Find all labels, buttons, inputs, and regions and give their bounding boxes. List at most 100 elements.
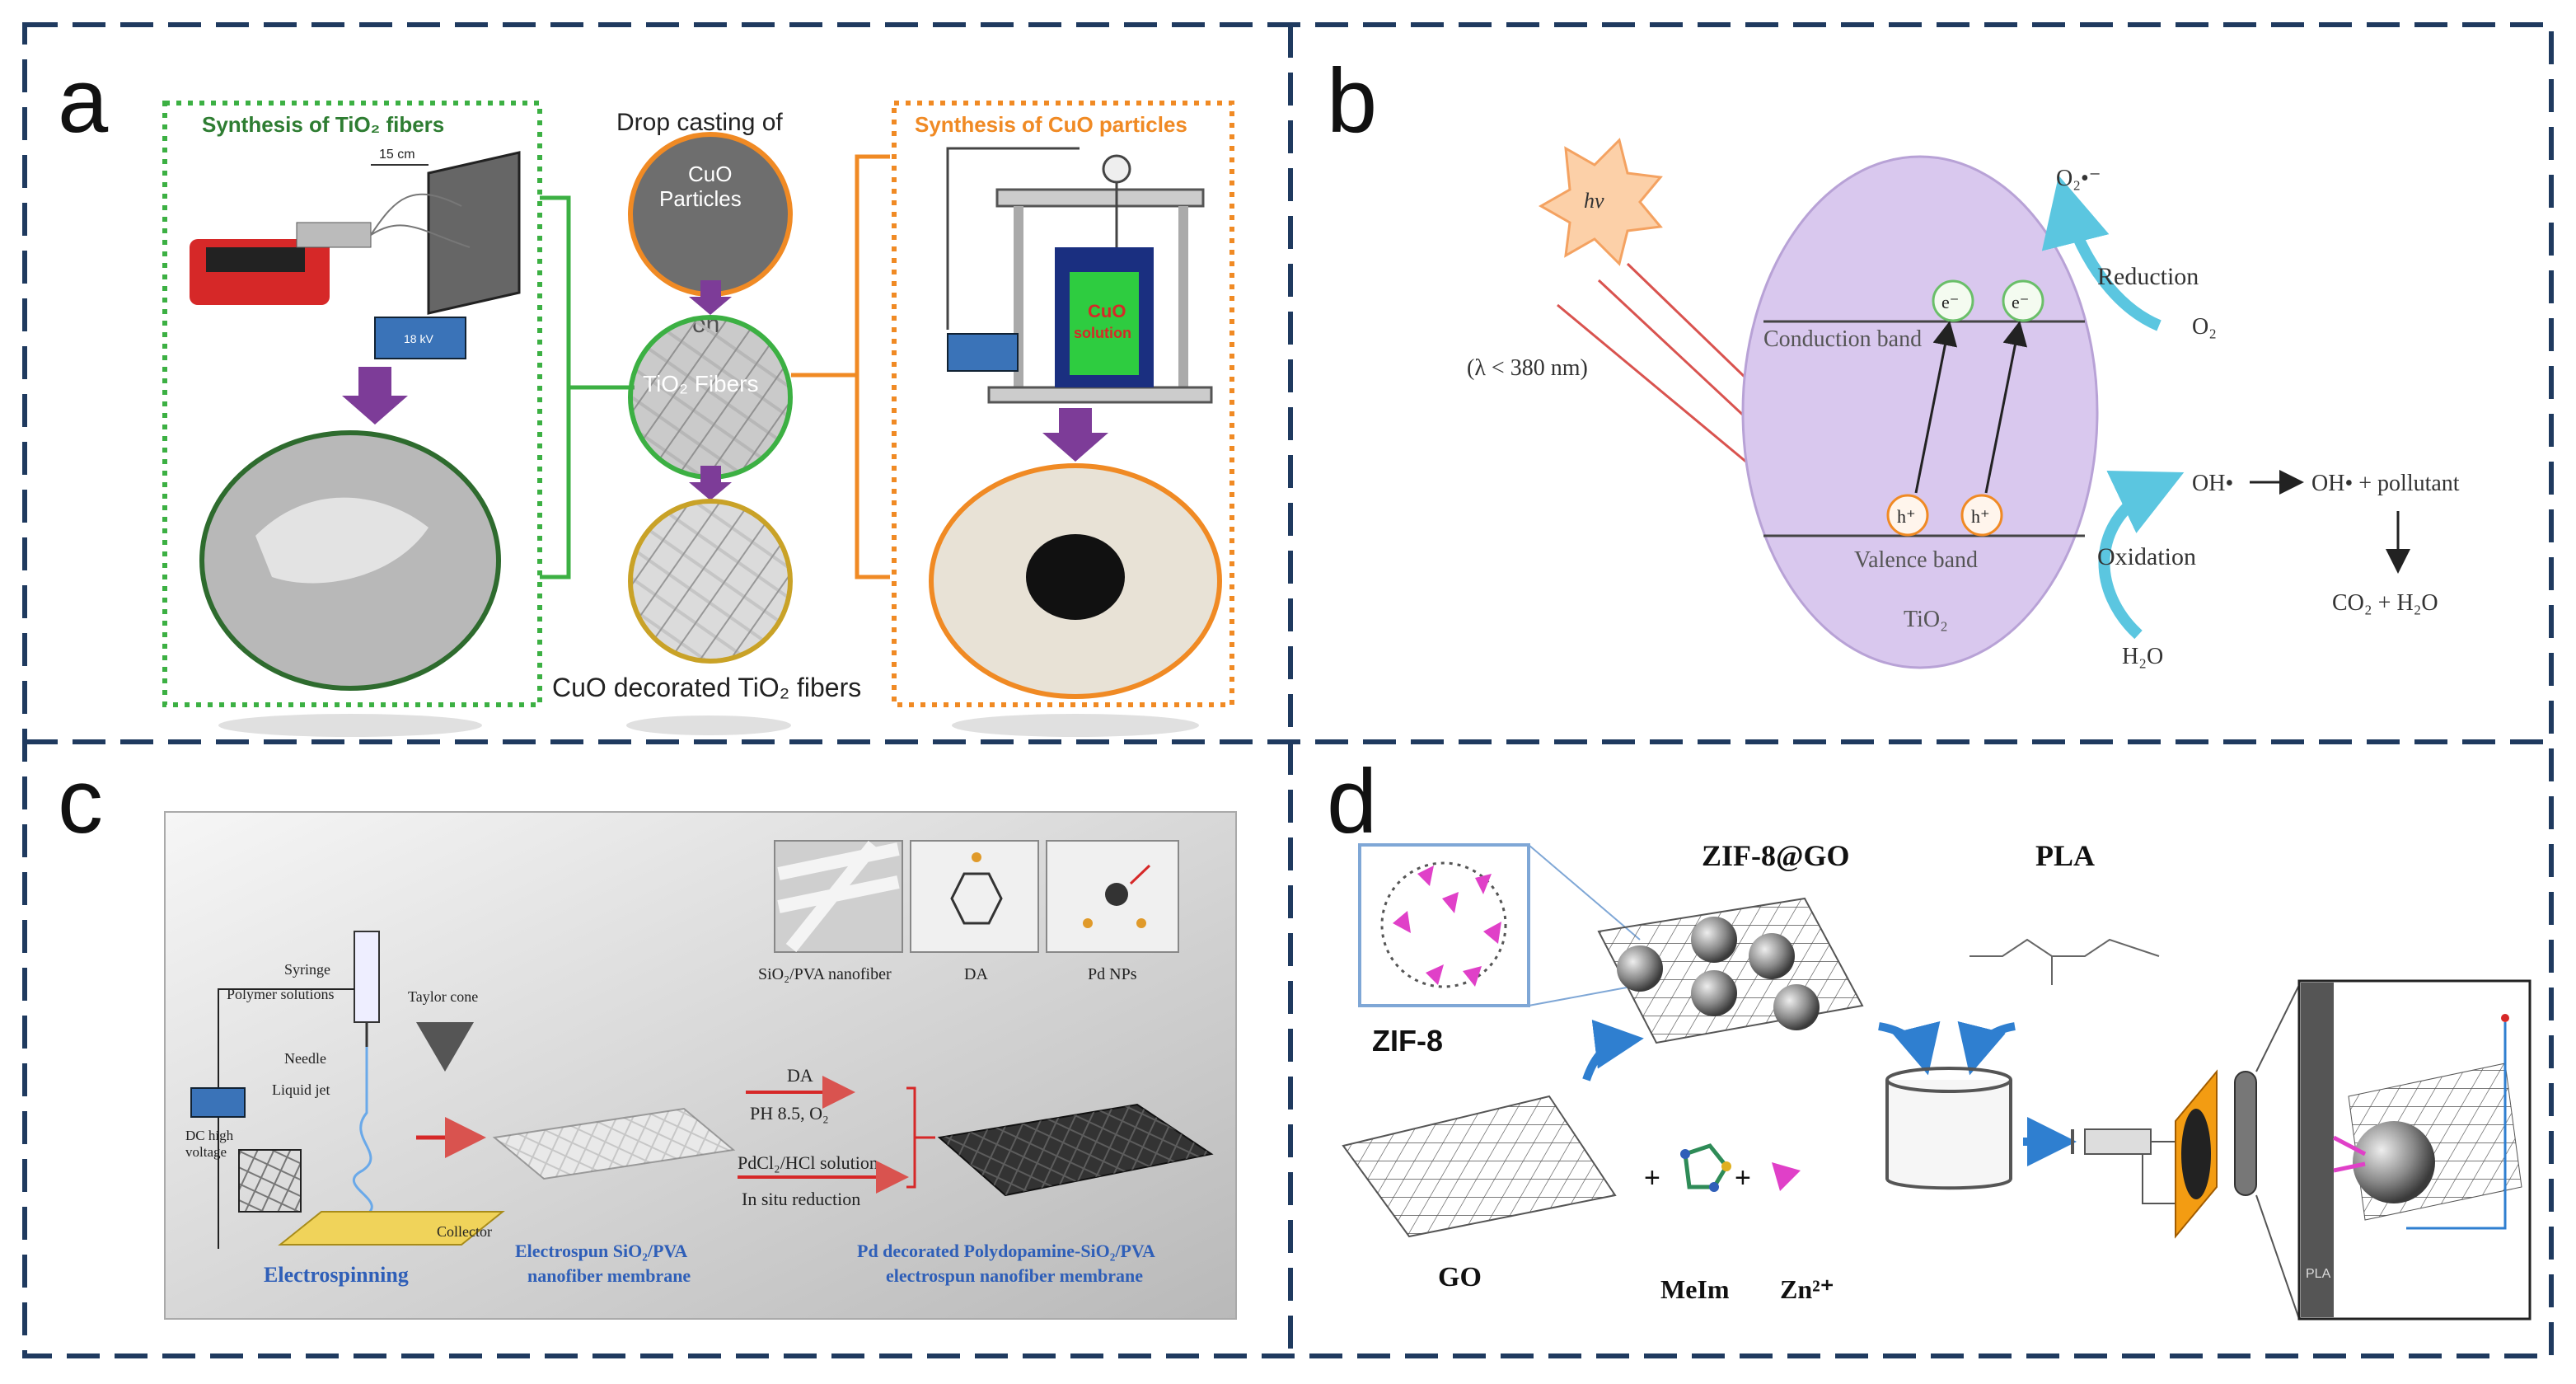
syringe-icon-d (2084, 1128, 2152, 1155)
merge-arrow-left (1878, 1020, 1941, 1076)
panel-frames (22, 22, 2554, 1358)
single-fiber (2234, 1071, 2257, 1196)
panel-label-b: b (1327, 50, 1377, 152)
pla-wall (2301, 983, 2334, 1317)
excitation-arrow-1 (1914, 321, 1958, 494)
final-label-line1: Pd decorated Polydopamine-SiO₂/PVA (857, 1241, 1155, 1261)
merge-arrow-right (1957, 1020, 2016, 1076)
valence-band-label: Valence band (1854, 547, 1978, 573)
zif8-sphere-4 (1691, 970, 1737, 1016)
taylor-cone-label: Taylor cone (408, 988, 478, 1005)
oxidation-arrow (2098, 471, 2185, 640)
inset-2-label: DA (964, 965, 988, 983)
products-label: CO₂ + H₂O (2332, 590, 2438, 616)
panel-label-a: a (58, 50, 109, 152)
zif8-label: ZIF-8 (1372, 1024, 1443, 1058)
syringe-illustration (354, 931, 380, 1023)
panel-b: hν (λ < 380 nm) Conduction band Valence … (1467, 138, 2460, 669)
o2-label: O₂ (2192, 314, 2217, 340)
zn-label: Zn²⁺ (1780, 1274, 1834, 1304)
inset-3-label: Pd NPs (1088, 965, 1137, 983)
bottom-caption: CuO decorated TiO₂ fibers (552, 673, 861, 702)
tio2-fibers-label: TiO₂ Fibers (643, 371, 759, 396)
zn-ion-icon (1772, 1162, 1801, 1191)
plus-sign-1: + (1644, 1162, 1660, 1194)
taylor-cone-illustration (416, 1022, 474, 1072)
step-ph-label: PH 8.5, O₂ (750, 1103, 829, 1124)
dc-high-voltage-line2: voltage (185, 1144, 227, 1160)
collector-plate-illustration (427, 151, 521, 315)
reduction-arrow (2041, 175, 2161, 331)
cuo-solution-line1: CuO (1088, 301, 1126, 321)
pollutant-reaction-label: OH• + pollutant (2311, 471, 2460, 496)
zif8-go-label: ZIF-8@GO (1702, 839, 1850, 872)
synthesis-arrow (1582, 1020, 1644, 1081)
hole-1-label: h⁺ (1897, 506, 1916, 527)
go-sheet (1342, 1095, 1617, 1238)
down-arrow-right (1042, 408, 1108, 462)
down-arrow-left (342, 367, 408, 425)
sun-label: hν (1584, 189, 1604, 213)
cuo-particles-sem (628, 132, 793, 297)
go-label: GO (1438, 1262, 1482, 1293)
excitation-arrow-2 (1984, 321, 2028, 494)
panel-label-d: d (1327, 751, 1377, 852)
voltage-label: 18 kV (404, 332, 433, 345)
syringe-label: Syringe (284, 961, 330, 978)
oxidation-label: Oxidation (2097, 543, 2196, 570)
dc-supply-illustration (190, 1087, 246, 1118)
sem-inset (238, 1149, 302, 1213)
hole-1 (1886, 494, 1929, 537)
collector-label: Collector (437, 1223, 492, 1240)
step-reduction-label: In situ reduction (742, 1189, 860, 1209)
plus-sign-2: + (1735, 1162, 1751, 1194)
zif8-sphere-3 (1749, 933, 1795, 979)
membrane-label-line1: Electrospun SiO₂/PVA (515, 1241, 687, 1261)
hole-2 (1960, 494, 2003, 537)
panel-a: Synthesis of TiO₂ fibers 15 cm 18 kV Dro… (162, 101, 1234, 737)
syringe-pump-illustration (190, 222, 372, 305)
voltage-supply-illustration (374, 317, 466, 359)
electron-2 (2002, 279, 2044, 322)
final-label-line2: electrospun nanofiber membrane (886, 1265, 1143, 1286)
zif8-sphere-2 (1691, 917, 1737, 963)
hole-2-label: h⁺ (1971, 506, 1990, 527)
electron-1 (1932, 279, 1974, 322)
drop-casting-line2: CuO (688, 162, 732, 186)
beaker-icon (1885, 1080, 2012, 1190)
drop-casting-line1: Drop casting of (616, 109, 783, 136)
zif8-structure-box (1358, 843, 1530, 1007)
oh-radical-label: OH• (2192, 471, 2233, 496)
electron-1-label: e⁻ (1941, 292, 1959, 312)
sun-icon (1538, 138, 1663, 266)
conduction-band-label: Conduction band (1763, 326, 1922, 352)
pla-side-label: PLA (2306, 1267, 2331, 1281)
dc-high-voltage-line1: DC high (185, 1128, 234, 1143)
electrospinning-label: Electrospinning (264, 1263, 409, 1287)
step-pdcl2-label: PdCl₂/HCl solution (738, 1152, 878, 1173)
panel-c: Syringe Polymer solutions Needle Liquid … (164, 811, 1237, 1320)
distance-label: 15 cm (379, 148, 415, 162)
collector-illustration (278, 1211, 505, 1246)
panel-d: ZIF-8 ZIF-8@GO PLA GO + + MeIm Zn²⁺ (1342, 839, 2532, 1321)
tio2-label: TiO₂ (1904, 607, 1948, 632)
pla-label: PLA (2035, 839, 2095, 872)
jet-spiral (352, 1047, 373, 1222)
inset-1-label: SiO₂/PVA nanofiber (758, 965, 892, 983)
membrane-label-line2: nanofiber membrane (527, 1265, 691, 1286)
pla-structure (1969, 938, 2160, 957)
autoclave-illustration (946, 147, 1213, 404)
tio2-particle (1741, 155, 2099, 669)
needle-label: Needle (284, 1050, 326, 1067)
liquid-jet-label: Liquid jet (272, 1081, 330, 1098)
h2o-label: H₂O (2122, 644, 2163, 669)
cuo-decorated-fibers-sem (628, 499, 793, 664)
cuo-solution-line2: solution (1074, 325, 1131, 341)
wavelength-label: (λ < 380 nm) (1467, 355, 1588, 381)
step-da-label: DA (787, 1065, 813, 1086)
electron-2-label: e⁻ (2012, 292, 2029, 312)
tio2-box-title: Synthesis of TiO₂ fibers (202, 112, 444, 137)
cuo-synthesis-box (892, 101, 1234, 707)
zif8-sphere-zoom (2353, 1121, 2435, 1203)
